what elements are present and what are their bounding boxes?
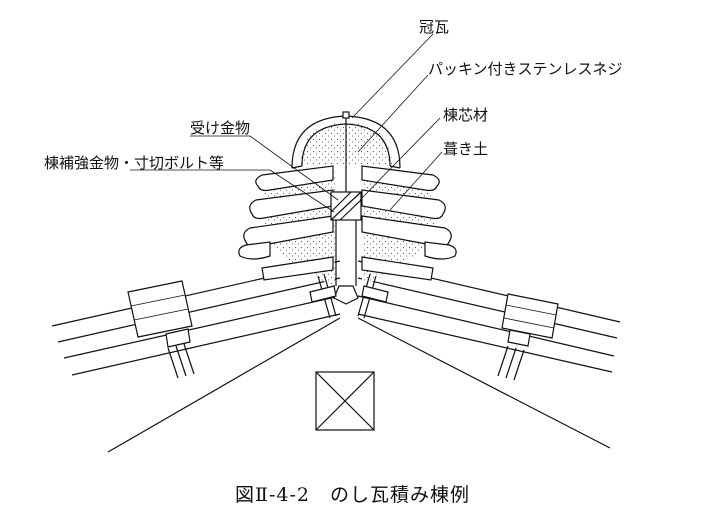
label-muneshinzai: 棟芯材 bbox=[443, 106, 488, 124]
label-ukekanamono: 受け金物 bbox=[190, 119, 250, 137]
figure-caption: 図Ⅱ-4-2 のし瓦積み棟例 bbox=[235, 484, 470, 506]
noshi-tiles-left bbox=[238, 165, 334, 281]
leader-lines bbox=[130, 33, 443, 213]
right-roof-slope bbox=[357, 260, 621, 449]
left-roof-slope bbox=[51, 260, 341, 453]
label-fukitsuchi: 葺き土 bbox=[443, 140, 488, 158]
left-batten bbox=[127, 280, 195, 379]
ridge-bolts bbox=[309, 273, 389, 319]
label-kanmurigawara: 冠瓦 bbox=[419, 18, 449, 36]
noshi-tiles-right bbox=[361, 165, 457, 281]
ridge-core bbox=[330, 111, 362, 305]
right-batten bbox=[497, 293, 559, 381]
label-reinforcement: 棟補強金物・寸切ボルト等 bbox=[44, 154, 224, 172]
label-packing-screw: パッキン付きステンレスネジ bbox=[428, 60, 623, 78]
ridge-beam bbox=[315, 371, 375, 431]
